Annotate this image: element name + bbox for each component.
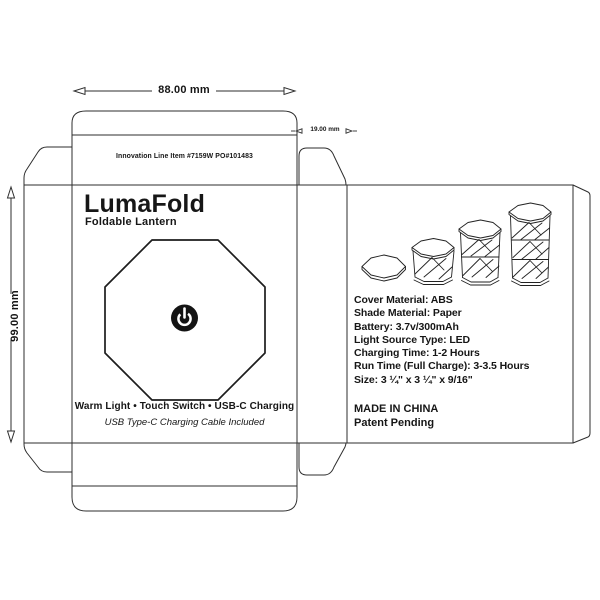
arrow-right-icon bbox=[283, 86, 297, 96]
spec-list: Cover Material: ABS Shade Material: Pape… bbox=[354, 294, 530, 387]
spec-cover-material: Cover Material: ABS bbox=[354, 294, 453, 306]
arrow-left-small-icon bbox=[294, 128, 303, 134]
brand-title: LumaFold bbox=[84, 190, 206, 218]
height-dimension-label: 99.00 mm bbox=[9, 290, 21, 342]
production-note: Innovation Line Item #7159W PO#101483 bbox=[116, 153, 253, 160]
spec-charging-time: Charging Time: 1-2 Hours bbox=[354, 347, 480, 360]
dimension-width bbox=[72, 86, 297, 96]
spec-size: Size: 3 ¼" x 3 ¼" x 9/16" bbox=[354, 373, 473, 386]
spec-light-source: Light Source Type: LED bbox=[354, 333, 471, 346]
cable-included-note: USB Type-C Charging Cable Included bbox=[104, 417, 265, 428]
bottom-right-dust-flap-outline bbox=[298, 442, 347, 476]
lantern-stage-4-tall bbox=[508, 202, 552, 286]
arrow-left-icon bbox=[72, 86, 86, 96]
dimension-depth bbox=[291, 128, 357, 134]
made-in-label: MADE IN CHINA bbox=[354, 403, 439, 415]
left-dust-flap-outline bbox=[23, 146, 73, 473]
top-right-dust-flap-outline bbox=[298, 147, 347, 186]
bottom-tuck-flap-outline bbox=[71, 485, 298, 512]
patent-pending-label: Patent Pending bbox=[354, 416, 435, 429]
arrow-down-icon bbox=[6, 430, 16, 444]
lantern-stage-3-mid bbox=[458, 219, 502, 286]
octagon-artwork bbox=[104, 239, 266, 401]
dimension-height bbox=[6, 185, 16, 444]
spec-run-time: Run Time (Full Charge): 3-3.5 Hours bbox=[354, 360, 530, 373]
spec-battery: Battery: 3.7v/300mAh bbox=[354, 320, 459, 333]
glue-tab-outline bbox=[572, 184, 591, 444]
product-subtitle: Foldable Lantern bbox=[85, 216, 177, 228]
width-dimension-label: 88.00 mm bbox=[158, 84, 210, 96]
power-button-icon bbox=[171, 304, 198, 332]
spec-shade-material: Shade Material: Paper bbox=[354, 307, 462, 320]
lantern-stage-2-low bbox=[411, 238, 455, 285]
feature-list-line: Warm Light • Touch Switch • USB-C Chargi… bbox=[74, 401, 295, 412]
arrow-up-icon bbox=[6, 185, 16, 199]
lantern-stage-1-flat bbox=[361, 254, 406, 282]
depth-dimension-label: 19.00 mm bbox=[310, 126, 340, 133]
top-tuck-flap-outline bbox=[71, 110, 298, 136]
arrow-right-small-icon bbox=[345, 128, 354, 134]
